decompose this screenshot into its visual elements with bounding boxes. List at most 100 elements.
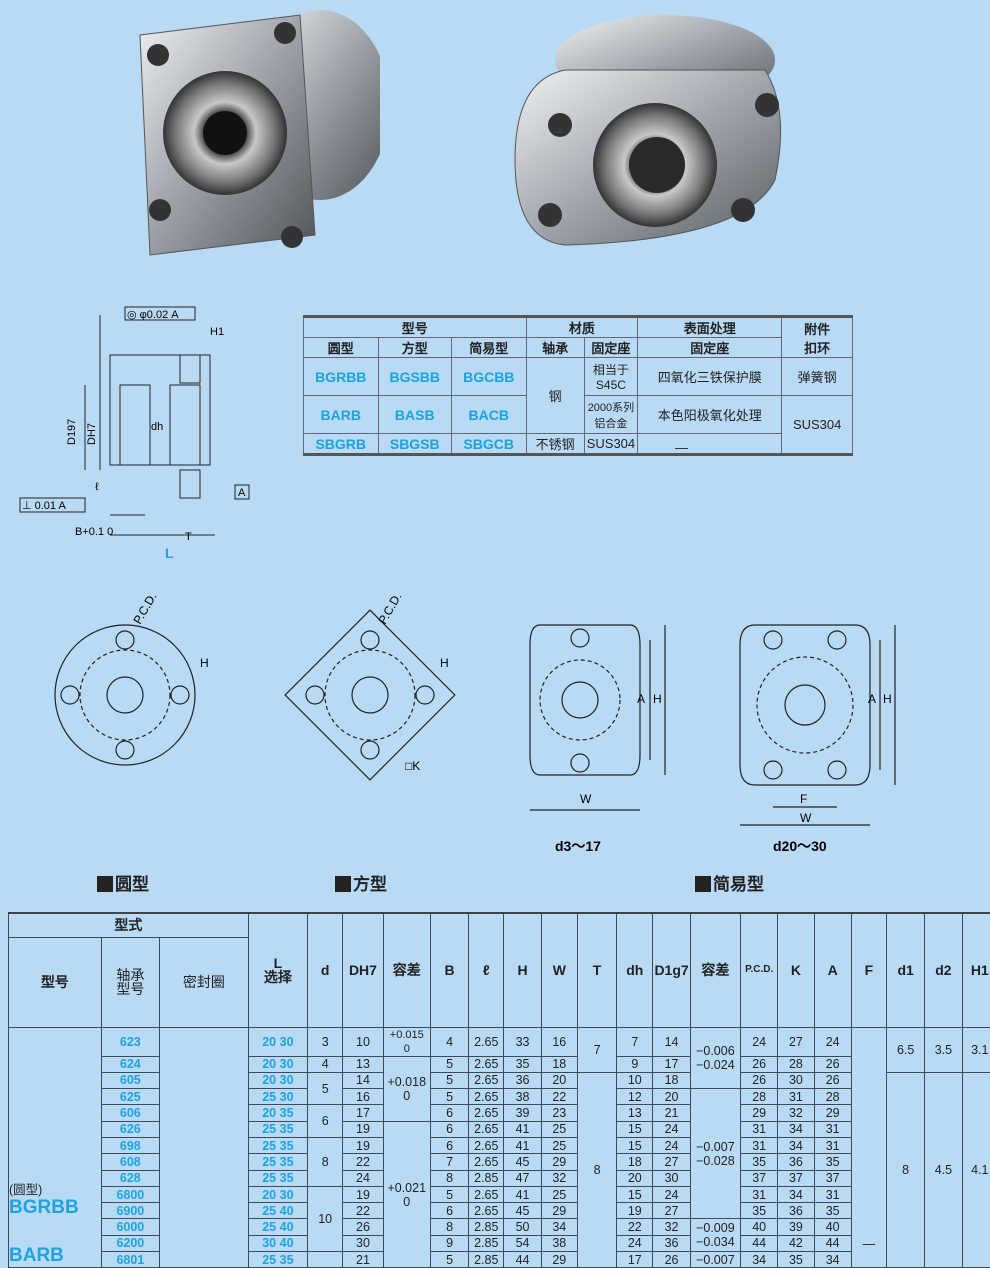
h-value: 47 bbox=[503, 1169, 542, 1187]
surface-treatment: 本色阳极氧化处理 bbox=[637, 395, 783, 434]
dh-value: 9 bbox=[616, 1055, 654, 1073]
h-label: H bbox=[200, 656, 209, 670]
housing-material: 2000系列铝合金 bbox=[583, 395, 639, 434]
d1g7-value: 26 bbox=[652, 1251, 691, 1268]
model-code: BGSBB bbox=[377, 357, 453, 396]
k-value: 28 bbox=[777, 1055, 815, 1073]
d1g7-tolerance: −0.009−0.034 bbox=[689, 1218, 742, 1253]
l-options: 25 30 bbox=[247, 1088, 309, 1106]
dh7-value: 19 bbox=[342, 1185, 384, 1204]
w-value: 16 bbox=[540, 1026, 578, 1057]
k-value: 34 bbox=[777, 1120, 815, 1138]
a-value: 31 bbox=[813, 1185, 852, 1204]
d1g7-value: 32 bbox=[652, 1218, 691, 1236]
d1g7-value: 24 bbox=[652, 1120, 691, 1138]
d-value: 5 bbox=[307, 1071, 344, 1106]
d1g7-value: 18 bbox=[652, 1071, 691, 1090]
dh-value: 22 bbox=[616, 1218, 654, 1236]
a-value: 29 bbox=[813, 1104, 852, 1122]
d1g7-tolerance: −0.007−0.028 bbox=[689, 1088, 742, 1220]
model-code: BGCBB bbox=[451, 357, 527, 396]
l-options: 20 30 bbox=[247, 1055, 309, 1073]
w-value: 29 bbox=[540, 1153, 578, 1171]
dh-value: 15 bbox=[616, 1120, 654, 1138]
b-value: 5 bbox=[429, 1055, 470, 1073]
w-value: 22 bbox=[540, 1088, 578, 1106]
l-value: 2.85 bbox=[468, 1234, 505, 1253]
w-label: W bbox=[580, 792, 592, 806]
b-value: 5 bbox=[429, 1251, 470, 1268]
ring-material: 弹簧钢 bbox=[781, 357, 853, 396]
bearing-model: 624 bbox=[100, 1055, 161, 1073]
header-t: T bbox=[576, 912, 618, 1028]
b-value: 8 bbox=[429, 1169, 470, 1187]
d1g7-value: 24 bbox=[652, 1136, 691, 1155]
a-value: 34 bbox=[813, 1251, 852, 1268]
header-seal: 密封圈 bbox=[159, 936, 249, 1028]
d2-value: 3.5 bbox=[924, 1026, 963, 1073]
d-value: 6 bbox=[307, 1104, 344, 1138]
a-value: 40 bbox=[813, 1218, 852, 1236]
a-label: A bbox=[868, 692, 876, 706]
pcd-value: 37 bbox=[740, 1169, 779, 1187]
pcd-value: 26 bbox=[740, 1071, 779, 1090]
header-dh: dh bbox=[616, 912, 654, 1028]
dh7-value: 19 bbox=[342, 1136, 384, 1155]
a-value: 31 bbox=[813, 1136, 852, 1155]
l-options: 25 40 bbox=[247, 1202, 309, 1220]
b-value: 6 bbox=[429, 1104, 470, 1122]
d1g7-value: 30 bbox=[652, 1169, 691, 1187]
a-label: A bbox=[637, 692, 645, 706]
d1g7-value: 27 bbox=[652, 1153, 691, 1171]
bearing-model: 606 bbox=[100, 1104, 161, 1122]
dh-value: 20 bbox=[616, 1169, 654, 1187]
dh-value: 12 bbox=[616, 1088, 654, 1106]
d-value: 8 bbox=[307, 1136, 344, 1187]
d1g7-value: 20 bbox=[652, 1088, 691, 1106]
pcd-value: 34 bbox=[740, 1251, 779, 1268]
header-h: H bbox=[503, 912, 542, 1028]
dh-value: 10 bbox=[616, 1071, 654, 1090]
header-d1g7: D1g7 bbox=[652, 912, 691, 1028]
k-value: 35 bbox=[777, 1251, 815, 1268]
h-value: 50 bbox=[503, 1218, 542, 1236]
w-value: 25 bbox=[540, 1120, 578, 1138]
pcd-value: 29 bbox=[740, 1104, 779, 1122]
d1g7-tolerance: −0.006−0.024 bbox=[689, 1026, 742, 1090]
concentricity-label: ◎ φ0.02 A bbox=[127, 309, 179, 321]
header-bearing: 轴承 bbox=[525, 337, 585, 358]
model-code: BASB bbox=[377, 395, 453, 434]
h-value: 41 bbox=[503, 1120, 542, 1138]
model-code: BARB bbox=[303, 395, 379, 434]
w-value: 20 bbox=[540, 1071, 578, 1090]
k-value: 42 bbox=[777, 1234, 815, 1253]
b-value: 6 bbox=[429, 1136, 470, 1155]
l-value: 2.65 bbox=[468, 1185, 505, 1204]
surface-treatment-none: — bbox=[675, 440, 688, 455]
pcd-value: 28 bbox=[740, 1088, 779, 1106]
h-label: H bbox=[883, 692, 892, 706]
dh7-label: DH7 bbox=[86, 423, 98, 445]
a-value: 35 bbox=[813, 1202, 852, 1220]
f-label: F bbox=[800, 792, 807, 806]
a-value: 26 bbox=[813, 1055, 852, 1073]
b-value: 5 bbox=[429, 1088, 470, 1106]
dh-value: 15 bbox=[616, 1185, 654, 1204]
k-value: 36 bbox=[777, 1153, 815, 1171]
l-options: 20 30 bbox=[247, 1071, 309, 1090]
dh7-value: 16 bbox=[342, 1088, 384, 1106]
h-value: 54 bbox=[503, 1234, 542, 1253]
section-label-square: 方型 bbox=[335, 870, 387, 895]
l-options: 30 40 bbox=[247, 1234, 309, 1253]
seal-cell bbox=[159, 1026, 249, 1268]
a-value: 37 bbox=[813, 1169, 852, 1187]
